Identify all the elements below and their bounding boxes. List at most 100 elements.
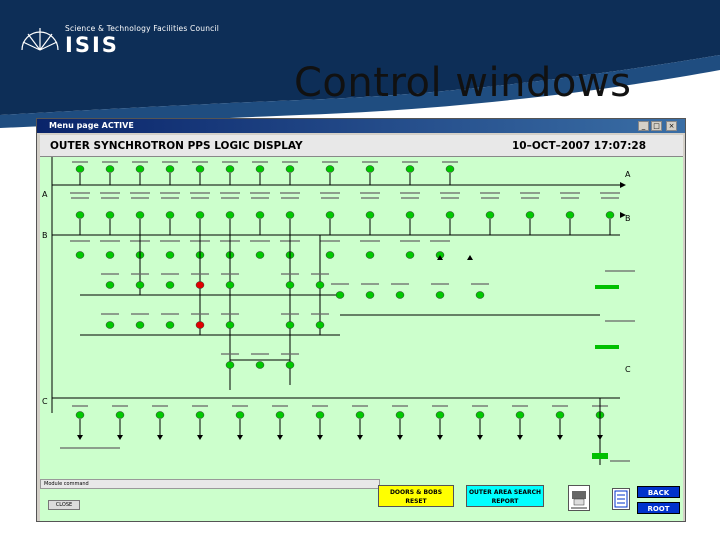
label-placeholder [100,240,120,242]
label-placeholder [131,273,149,275]
status-lamp [165,165,175,173]
maximize-button[interactable]: □ [651,121,662,131]
status-lamp [325,211,335,219]
status-lamp [605,211,615,219]
status-lamp [355,411,365,419]
label-placeholder [281,353,299,355]
label-placeholder [312,405,328,407]
status-lamp [75,165,85,173]
arrow-down-icon [237,435,243,440]
label-placeholder [441,197,459,199]
status-lamp [275,411,285,419]
label-placeholder [131,197,149,199]
status-lamp [135,211,145,219]
label-placeholder [361,283,379,285]
status-lamp [485,211,495,219]
status-lamp [135,165,145,173]
close-button[interactable]: CLOSE [48,500,80,510]
label-placeholder [70,192,90,194]
status-lamp [285,281,295,289]
slide-title: Control windows [294,60,632,106]
status-lamp [405,211,415,219]
label-placeholder [431,283,449,285]
arrow-up-icon [467,255,473,260]
label-placeholder [161,313,179,315]
close-window-button[interactable]: × [666,121,677,131]
status-lamp [255,361,265,369]
status-lamp [75,251,85,259]
status-lamp [365,291,375,299]
label-placeholder [440,192,460,194]
label-placeholder [430,240,450,242]
status-lamp [315,321,325,329]
status-lamp [105,281,115,289]
status-lamp [365,251,375,259]
label-placeholder [250,192,270,194]
status-lamp [165,281,175,289]
window-title: Menu page ACTIVE [49,121,134,130]
label-placeholder [552,405,568,407]
printer-icon[interactable] [568,485,590,511]
status-lamp [445,165,455,173]
label-placeholder [321,197,339,199]
status-lamp [115,411,125,419]
status-lamp [565,211,575,219]
status-lamp [255,211,265,219]
doors-bobs-reset-button[interactable]: DOORS & BOBS RESET [378,485,454,507]
label-placeholder [481,197,499,199]
label-placeholder [471,283,489,285]
logo-text: ISIS [65,33,119,57]
status-lamp [195,411,205,419]
window-titlebar[interactable]: Menu page ACTIVE [37,119,685,133]
label-placeholder [60,447,120,449]
minimize-button[interactable]: _ [638,121,649,131]
label-placeholder [162,161,178,163]
label-placeholder [220,192,240,194]
label-placeholder [72,161,88,163]
label-placeholder [192,405,208,407]
status-lamp [225,165,235,173]
status-lamp [225,281,235,289]
label-placeholder [472,405,488,407]
label-placeholder [610,460,630,462]
status-lamp [235,411,245,419]
label-placeholder [70,240,90,242]
label-placeholder [281,197,299,199]
back-button[interactable]: BACK [637,486,680,498]
status-lamp [315,411,325,419]
status-lamp [405,251,415,259]
outer-area-search-report-button[interactable]: OUTER AREA SEARCH REPORT [466,485,544,507]
label-placeholder [221,353,239,355]
status-lamp [255,251,265,259]
rail-label-right-c: C [625,365,631,374]
status-lamp [365,165,375,173]
status-lamp [165,321,175,329]
status-lamp [75,411,85,419]
label-placeholder [102,161,118,163]
arrow-down-icon [117,435,123,440]
label-placeholder [521,197,539,199]
label-placeholder [480,192,500,194]
status-lamp [225,321,235,329]
label-placeholder [605,270,635,272]
label-placeholder [605,320,635,322]
label-placeholder [392,405,408,407]
status-lamp [555,411,565,419]
label-placeholder [130,192,150,194]
arrow-right-icon [620,212,626,218]
label-placeholder [192,161,208,163]
label-placeholder [560,192,580,194]
rail-label-right-a: A [625,170,631,179]
root-button[interactable]: ROOT [637,502,680,514]
label-placeholder [251,197,269,199]
label-placeholder [222,161,238,163]
label-placeholder [221,313,239,315]
arrow-down-icon [277,435,283,440]
label-placeholder [362,161,378,163]
arrow-down-icon [557,435,563,440]
display-datetime: 10–OCT–2007 17:07:28 [512,140,647,152]
document-icon[interactable] [612,488,630,510]
